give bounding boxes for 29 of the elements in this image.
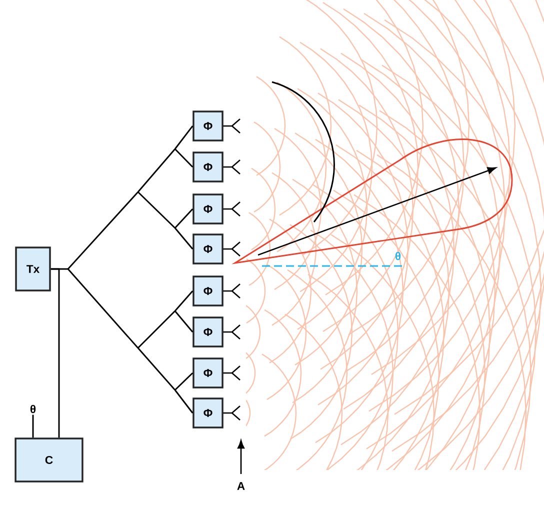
view-label: A [237, 482, 245, 490]
connector-line [137, 191, 176, 229]
connector-line [174, 310, 194, 332]
phase-shifter-box: Φ [192, 152, 224, 182]
connector-line [174, 290, 194, 312]
connector-line [50, 268, 60, 438]
phase-shifter-box: Φ [192, 110, 224, 142]
angle-input-label: θ [30, 404, 36, 414]
phase-shifter-box: Φ [192, 398, 224, 428]
phase-shifter-box: Φ [192, 276, 224, 306]
connector-line [174, 208, 194, 228]
phase-shifter-box: Φ [192, 358, 224, 388]
connector-line [174, 390, 194, 414]
phase-shifter-box: Φ [192, 194, 224, 224]
connector-line [174, 126, 194, 150]
connector-line [137, 348, 176, 390]
connector-line [137, 148, 176, 192]
connector-line [32, 414, 34, 438]
connector-line [67, 192, 139, 270]
connector-line [174, 228, 194, 250]
transmitter-box: Tx [15, 246, 51, 292]
connector-line [137, 310, 176, 349]
connector-line [67, 268, 139, 348]
phase-shifter-box: Φ [192, 234, 224, 264]
phase-shifter-box: Φ [192, 316, 224, 348]
connector-line [174, 372, 194, 391]
controller-box: C [14, 438, 84, 482]
connector-line [174, 148, 194, 168]
angle-label: θ [395, 252, 401, 260]
